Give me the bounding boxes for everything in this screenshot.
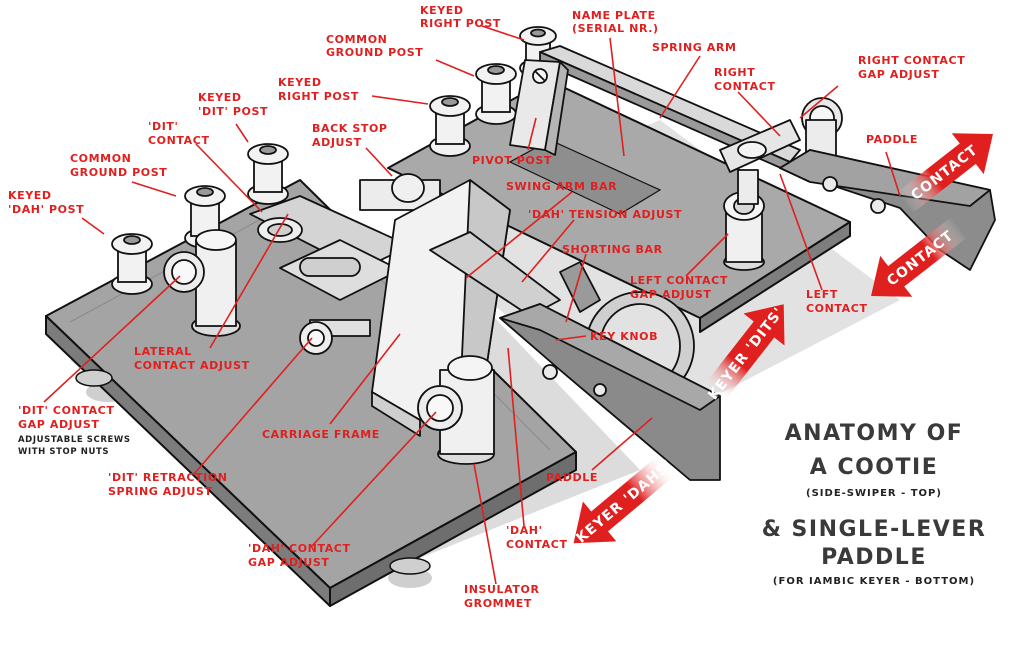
title-block: ANATOMY OF A COOTIE (SIDE-SWIPER - TOP) … xyxy=(762,421,987,587)
title-line-3: (SIDE-SWIPER - TOP) xyxy=(806,488,942,499)
label-keyed-right-post-mid: KEYED RIGHT POST xyxy=(278,76,359,103)
title-line-5: PADDLE xyxy=(821,545,927,570)
common-ground-post-top xyxy=(475,63,517,125)
label-paddle-bottom: PADDLE xyxy=(546,471,598,484)
label-swing-arm-bar: SWING ARM BAR xyxy=(506,180,617,193)
label-common-ground-post-top: COMMON GROUND POST xyxy=(326,33,423,59)
label-carriage-frame: CARRIAGE FRAME xyxy=(262,428,380,441)
label-keyed-dit-post: KEYED 'DIT' POST xyxy=(198,91,268,118)
label-common-ground-post-left: COMMON GROUND POST xyxy=(70,152,167,179)
title-line-2: A COOTIE xyxy=(810,455,938,480)
label-lateral-contact-adjust: LATERAL CONTACT ADJUST xyxy=(134,345,250,372)
title-line-1: ANATOMY OF xyxy=(785,421,964,446)
leader-lines xyxy=(43,25,901,585)
label-dah-contact-gap-adjust: 'DAH' CONTACT GAP ADJUST xyxy=(248,542,355,569)
label-right-contact: RIGHT CONTACT xyxy=(714,66,776,93)
label-insulator-grommet: INSULATOR GROMMET xyxy=(464,583,544,610)
label-left-contact: LEFT CONTACT xyxy=(806,288,868,315)
title-line-4: & SINGLE-LEVER xyxy=(762,517,987,542)
label-pivot-post: PIVOT POST xyxy=(472,154,552,167)
name-plate-shape xyxy=(508,139,662,215)
note-adjustable-screws: ADJUSTABLE SCREWS WITH STOP NUTS xyxy=(18,435,134,457)
label-left-contact-gap-adjust: LEFT CONTACT GAP ADJUST xyxy=(630,274,732,301)
label-dit-contact: 'DIT' CONTACT xyxy=(148,120,210,147)
label-keyed-right-post-top: KEYED RIGHT POST xyxy=(420,4,501,30)
keyed-dit-post xyxy=(247,143,289,205)
keyed-right-post-mid xyxy=(429,95,471,157)
carriage-assembly xyxy=(163,173,721,481)
spring-arm-assembly xyxy=(509,45,996,271)
label-spring-arm: SPRING ARM xyxy=(652,41,737,54)
keyed-dah-post xyxy=(111,233,153,295)
label-keyed-dah-post: KEYED 'DAH' POST xyxy=(8,189,84,216)
label-right-contact-gap-adjust: RIGHT CONTACT GAP ADJUST xyxy=(858,54,970,81)
label-paddle-top: PADDLE xyxy=(866,133,918,146)
label-name-plate: NAME PLATE (SERIAL NR.) xyxy=(572,9,660,35)
callout-labels: KEYED RIGHT POST NAME PLATE (SERIAL NR.)… xyxy=(8,4,970,610)
title-line-6: (FOR IAMBIC KEYER - BOTTOM) xyxy=(773,576,975,587)
label-dah-contact: 'DAH' CONTACT xyxy=(506,524,568,551)
label-dit-retraction-spring-adjust: 'DIT' RETRACTION SPRING ADJUST xyxy=(108,471,232,498)
arrow-contact-lower-label: CONTACT xyxy=(884,228,957,290)
label-dit-contact-gap-adjust: 'DIT' CONTACT GAP ADJUST xyxy=(18,404,119,431)
rubber-feet xyxy=(75,369,431,575)
label-dah-tension-adjust: 'DAH' TENSION ADJUST xyxy=(528,208,682,221)
label-shorting-bar: SHORTING BAR xyxy=(562,243,663,256)
label-key-knob: KEY KNOB xyxy=(590,330,658,343)
label-back-stop-adjust: BACK STOP ADJUST xyxy=(312,122,392,149)
